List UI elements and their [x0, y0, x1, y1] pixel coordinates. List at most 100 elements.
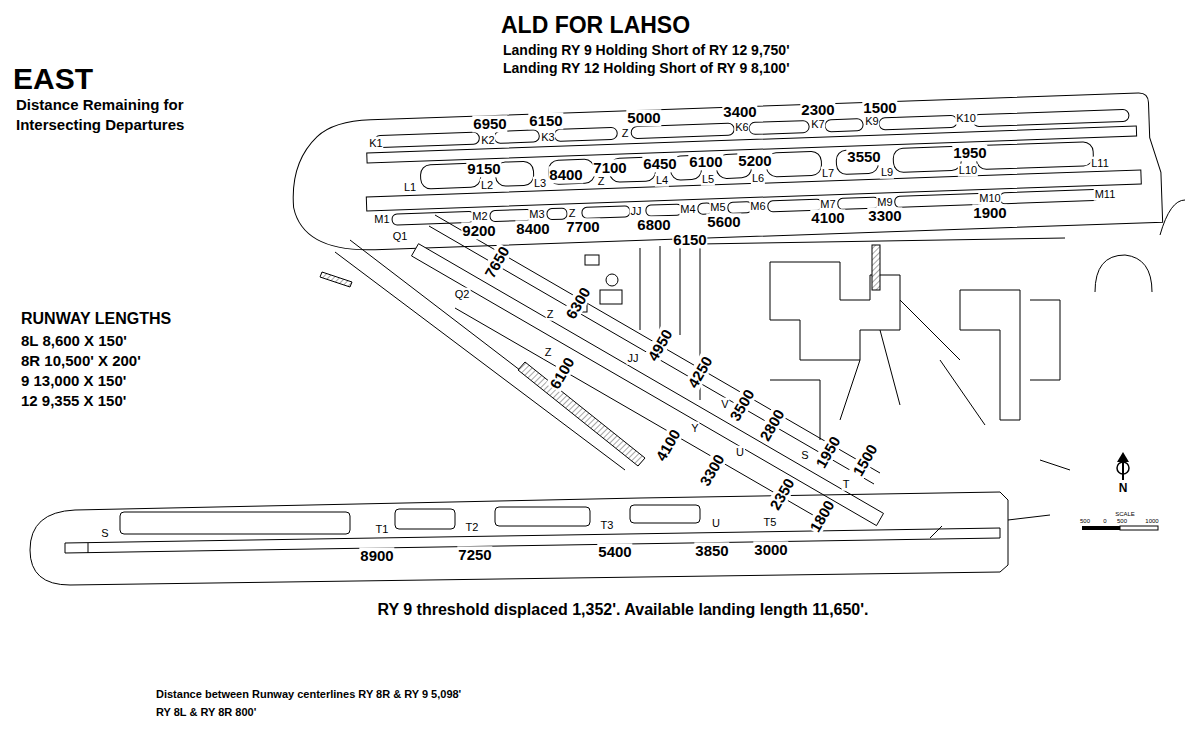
- taxiway-label: L6: [751, 172, 765, 185]
- distance-number: 3000: [753, 541, 788, 558]
- taxiway-label: M6: [749, 200, 766, 213]
- taxiway-label: M5: [709, 201, 726, 214]
- centerline-note: Distance between Runway centerlines RY 8…: [155, 688, 462, 701]
- scale-number: 500: [1116, 518, 1128, 525]
- taxiway-label: K1: [368, 137, 383, 150]
- taxiway-label: Q1: [392, 230, 409, 243]
- taxiway-label: L3: [533, 177, 547, 190]
- lahso-heading: ALD FOR LAHSO: [500, 12, 691, 38]
- distance-number: 6150: [528, 112, 563, 129]
- taxiway-label: T5: [763, 516, 778, 529]
- distance-number: 3300: [696, 450, 729, 489]
- distance-number: 7650: [481, 242, 514, 281]
- taxiway-label: U: [711, 517, 721, 530]
- runway-length: 8L 8,600 X 150': [20, 332, 128, 349]
- distance-number: 1950: [952, 144, 987, 161]
- taxiway-label: L2: [480, 179, 494, 192]
- taxiway-label: T3: [600, 519, 615, 532]
- taxiway-label: Z: [621, 127, 630, 140]
- runway-lengths-heading: RUNWAY LENGTHS: [20, 310, 172, 328]
- subtitle: Distance Remaining for Intersecting Depa…: [15, 95, 257, 136]
- lahso-distance: Landing RY 12 Holding Short of RY 9 8,10…: [502, 60, 791, 76]
- taxiway-label: K6: [734, 121, 749, 134]
- taxiway-label: Y: [690, 422, 699, 435]
- distance-number: 5400: [597, 543, 632, 560]
- taxiway-label: M10: [978, 192, 1001, 205]
- taxiway-label: V: [720, 398, 729, 411]
- lahso-distance: Landing RY 9 Holding Short of RY 12 9,75…: [502, 42, 791, 58]
- distance-number: 3400: [722, 103, 757, 120]
- taxiway-label: L11: [1090, 157, 1110, 170]
- north-label: N: [1118, 482, 1129, 496]
- distance-number: 3500: [726, 385, 759, 424]
- taxiway-label: L9: [880, 166, 894, 179]
- distance-number: 6800: [636, 216, 671, 233]
- taxiway-label: M11: [1094, 188, 1117, 201]
- north-arrow: [1117, 452, 1129, 480]
- taxiway-label: L10: [958, 164, 978, 177]
- taxiway-label: S: [100, 527, 109, 540]
- distance-number: 5000: [626, 109, 661, 126]
- taxiway-label: K9: [864, 115, 879, 128]
- taxiway-label: M2: [471, 210, 488, 223]
- taxiway-label: U: [735, 446, 745, 459]
- distance-number: 8400: [515, 220, 550, 237]
- distance-number: 9150: [466, 160, 501, 177]
- taxiway-label: K7: [810, 118, 825, 131]
- distance-number: 6300: [562, 283, 595, 322]
- taxiway-label: L1: [403, 181, 417, 194]
- distance-number: 3300: [867, 207, 902, 224]
- distance-number: 6450: [642, 155, 677, 172]
- scale-number: 1000: [1144, 518, 1159, 525]
- distance-number: 8400: [548, 166, 583, 183]
- scale-label: SCALE: [1114, 511, 1136, 518]
- map-title: EAST: [12, 62, 94, 97]
- taxiway-label: T: [842, 478, 851, 491]
- taxiway-label: Z: [546, 308, 555, 321]
- taxiway-label: Q2: [454, 288, 471, 301]
- taxiway-label: M3: [528, 208, 545, 221]
- taxiway-label: K10: [955, 112, 977, 125]
- distance-number: 6100: [688, 153, 723, 170]
- taxiway-label: T1: [375, 523, 390, 536]
- runway-9-complex: [30, 492, 1050, 585]
- taxiway-label: M1: [373, 213, 390, 226]
- distance-number: 2300: [800, 101, 835, 118]
- taxiway-label: K3: [540, 131, 555, 144]
- distance-number: 9200: [461, 222, 496, 239]
- distance-number: 2800: [756, 405, 789, 444]
- taxiway-label: L7: [821, 167, 835, 180]
- distance-number: 4100: [810, 209, 845, 226]
- distance-number: 4250: [684, 352, 717, 391]
- distance-number: 8900: [359, 547, 394, 564]
- distance-number: 4950: [644, 325, 677, 364]
- distance-number: 1800: [806, 496, 839, 535]
- distance-number: 3550: [846, 148, 881, 165]
- distance-number: 1500: [849, 440, 882, 479]
- distance-number: 5600: [706, 213, 741, 230]
- centerline-note: RY 8L & RY 8R 800': [155, 706, 257, 719]
- taxiway-label: L5: [701, 173, 715, 186]
- distance-number: 1900: [972, 204, 1007, 221]
- taxiway-label: T2: [465, 521, 480, 534]
- distance-number: 4100: [652, 425, 685, 464]
- runway-length: 8R 10,500' X 200': [20, 352, 142, 369]
- distance-number: 6950: [472, 115, 507, 132]
- distance-number: 1950: [812, 432, 845, 471]
- scale-number: 0: [1102, 518, 1107, 525]
- taxiway-label: L4: [655, 174, 669, 187]
- distance-number: 2350: [766, 474, 799, 513]
- distance-number: 5200: [737, 152, 772, 169]
- taxiway-label: Z: [597, 175, 606, 188]
- taxiway-label: Z: [544, 346, 553, 359]
- runway-length: 9 13,000 X 150': [20, 372, 127, 389]
- distance-number: 3850: [694, 542, 729, 559]
- distance-number: 6100: [546, 353, 579, 392]
- runway-note: RY 9 threshold displaced 1,352'. Availab…: [376, 601, 869, 619]
- taxiway-label: M4: [679, 203, 696, 216]
- scale-number: 500: [1079, 518, 1091, 525]
- distance-number: 7250: [457, 546, 492, 563]
- distance-number: 6150: [672, 231, 707, 248]
- distance-number: 7700: [565, 218, 600, 235]
- taxiway-label: K2: [480, 134, 495, 147]
